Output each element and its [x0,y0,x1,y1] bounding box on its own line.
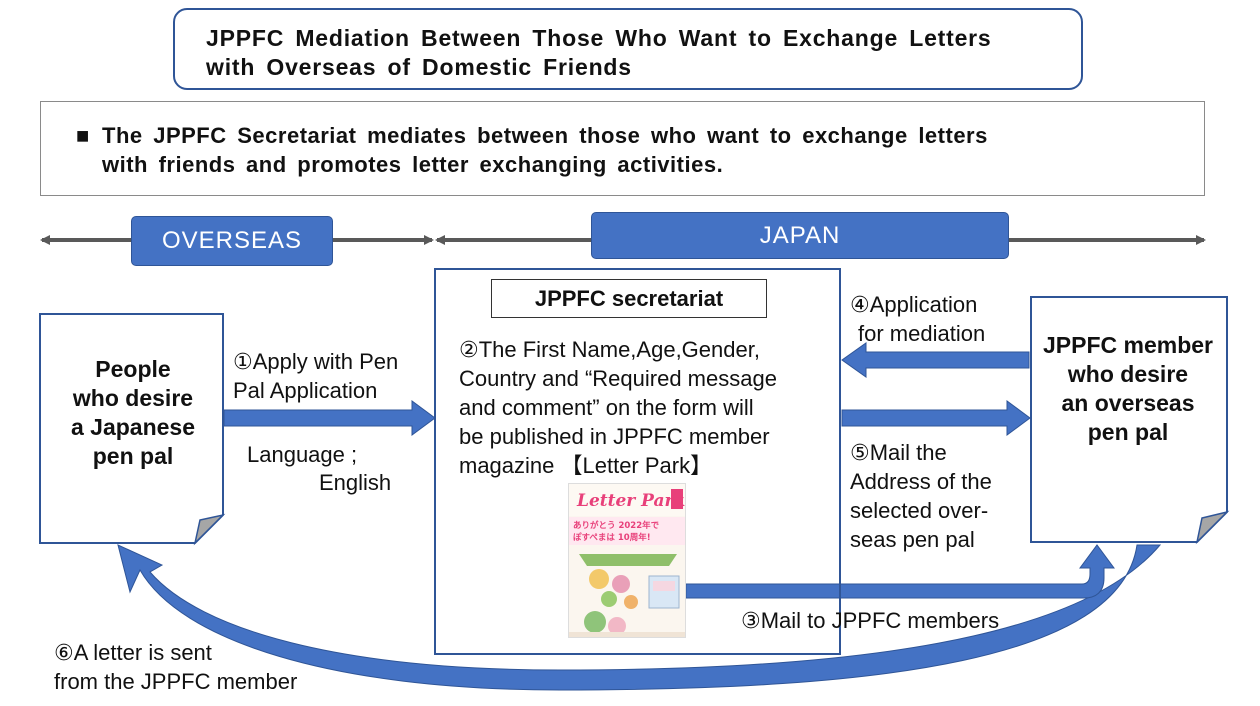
japan-region-label: JAPAN [591,212,1009,259]
member-line-1: JPPFC member [1042,332,1213,358]
magazine-title: Letter Park [576,491,685,511]
magazine-headline-1: ありがとう 2022年で [573,520,660,531]
arrow-step1 [223,400,436,436]
people-line-1: People [95,356,171,382]
secretariat-title: JPPFC secretariat [491,279,767,318]
step6-line-1: ⑥A letter is sent [54,640,212,665]
step5-line-1: ⑤Mail the [850,440,947,465]
step5-line-2: Address of the [850,469,992,494]
step5-label: ⑤Mail the Address of the selected over- … [850,438,1030,554]
secretariat-description: ②The First Name,Age,Gender, Country and … [459,335,831,480]
step1-line-1: ①Apply with Pen [233,349,399,374]
secretariat-desc-line-1: ②The First Name,Age,Gender, [459,337,760,362]
arrow-step4 [841,342,1030,378]
arrow-step6 [117,544,1162,691]
title-line-2: with Overseas of Domestic Friends [206,54,632,80]
language-label: Language ; [247,442,358,467]
magazine-headline-2: ぽすぺまは 10周年! [573,532,651,543]
summary-text: ■ The JPPFC Secretariat mediates between … [76,121,1156,179]
magazine-cover-art: Letter Park ありがとう 2022年で ぽすぺまは 10周年! [569,484,685,637]
step1-line-2: Pal Application [233,378,378,403]
secretariat-desc-line-3: and comment” on the form will [459,395,754,420]
secretariat-container [434,268,841,655]
summary-line-1: The JPPFC Secretariat mediates between t… [102,123,988,148]
member-node: JPPFC member who desire an overseas pen … [1033,331,1223,447]
secretariat-desc-line-2: Country and “Required message [459,366,777,391]
step4-label: ④Application for mediation [850,290,1030,348]
diagram-title: JPPFC Mediation Between Those Who Want t… [206,24,1066,82]
step4-line-1: ④Application [850,292,978,317]
arrow-step3 [685,544,1115,599]
letter-park-magazine-cover: Letter Park ありがとう 2022年で ぽすぺまは 10周年! [568,483,686,638]
language-value: English [319,470,392,495]
secretariat-desc-line-4: be published in JPPFC member [459,424,770,449]
people-node: People who desire a Japanese pen pal [48,355,218,471]
step4-line-2: for mediation [858,321,986,346]
member-line-2: who desire [1067,361,1189,387]
secretariat-desc-line-5: magazine 【Letter Park】 [459,453,713,478]
member-line-3: an overseas [1061,390,1195,416]
step5-line-3: selected over- [850,498,989,523]
step6-label: ⑥A letter is sent from the JPPFC member [54,638,354,696]
people-line-3: a Japanese [70,414,196,440]
summary-bullet: ■ [76,123,90,148]
arrow-step5 [841,400,1031,436]
people-document-fold [193,513,226,546]
member-document-fold [1195,510,1230,545]
step6-line-2: from the JPPFC member [54,669,298,694]
title-box [173,8,1083,90]
people-line-4: pen pal [92,443,174,469]
summary-box [40,101,1205,196]
people-line-2: who desire [72,385,194,411]
step3-label: ③Mail to JPPFC members [741,608,1000,633]
overseas-region-label: OVERSEAS [131,216,333,266]
member-line-4: pen pal [1087,419,1169,445]
step1-label: ①Apply with Pen Pal Application [233,347,433,405]
step5-line-4: seas pen pal [850,527,975,552]
summary-line-2: with friends and promotes letter exchang… [102,152,724,177]
title-line-1: JPPFC Mediation Between Those Who Want t… [206,25,992,51]
